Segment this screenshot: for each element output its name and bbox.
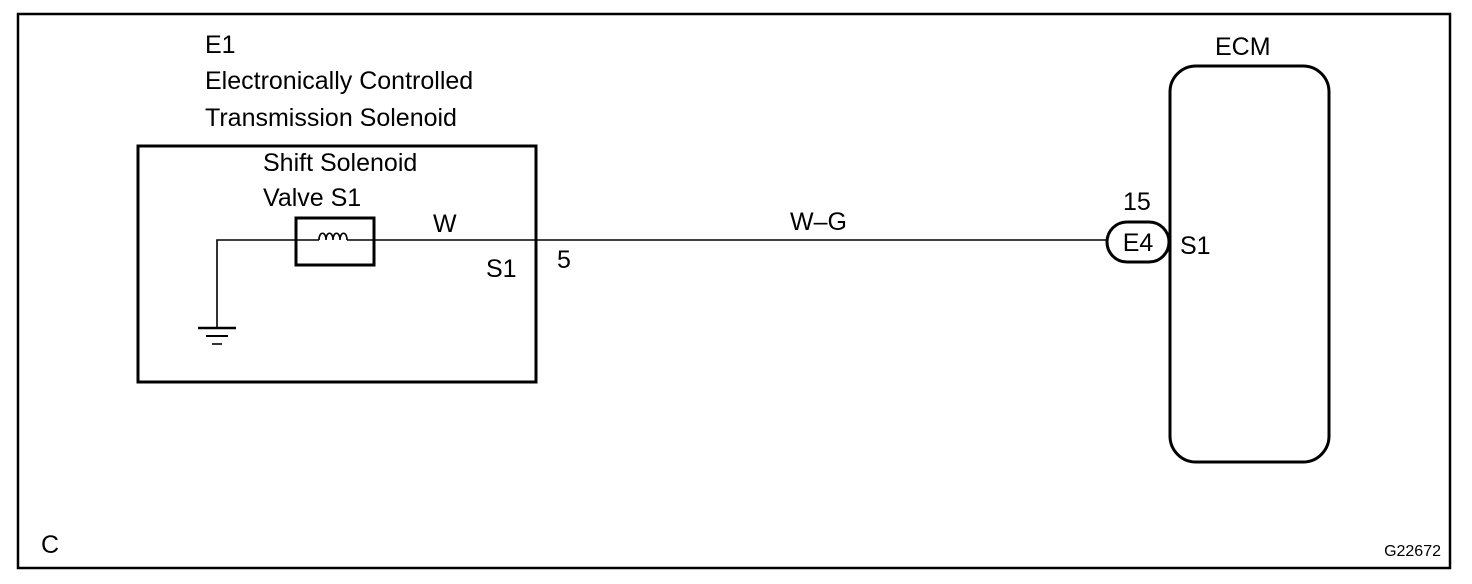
- component-code: E1: [205, 31, 236, 59]
- ecm-terminal-name: S1: [1180, 232, 1211, 260]
- ecm-connector-code: E4: [1123, 229, 1154, 257]
- internal-wire-color: W: [433, 210, 457, 238]
- ground-wire: [216, 239, 296, 328]
- component-name-line2: Transmission Solenoid: [205, 104, 457, 132]
- solenoid-label-line1: Shift Solenoid: [263, 149, 417, 177]
- solenoid-coil-icon: [294, 216, 376, 267]
- component-pin-number: 5: [557, 246, 571, 274]
- solenoid-component-box: [136, 144, 538, 384]
- ecm-pin-number: 15: [1123, 188, 1151, 216]
- figure-id: G22672: [1384, 543, 1441, 560]
- corner-letter: C: [41, 531, 59, 559]
- component-name-line1: Electronically Controlled: [205, 67, 473, 95]
- ecm-label: ECM: [1215, 33, 1271, 61]
- component-terminal-name: S1: [486, 255, 517, 283]
- solenoid-label-line2: Valve S1: [263, 184, 361, 212]
- ecm-connector-oval: [1105, 220, 1171, 264]
- ecm-box: [1168, 64, 1331, 464]
- ground-icon: [198, 326, 236, 345]
- diagram-frame: [16, 12, 1452, 570]
- harness-wire-color: W–G: [790, 208, 847, 236]
